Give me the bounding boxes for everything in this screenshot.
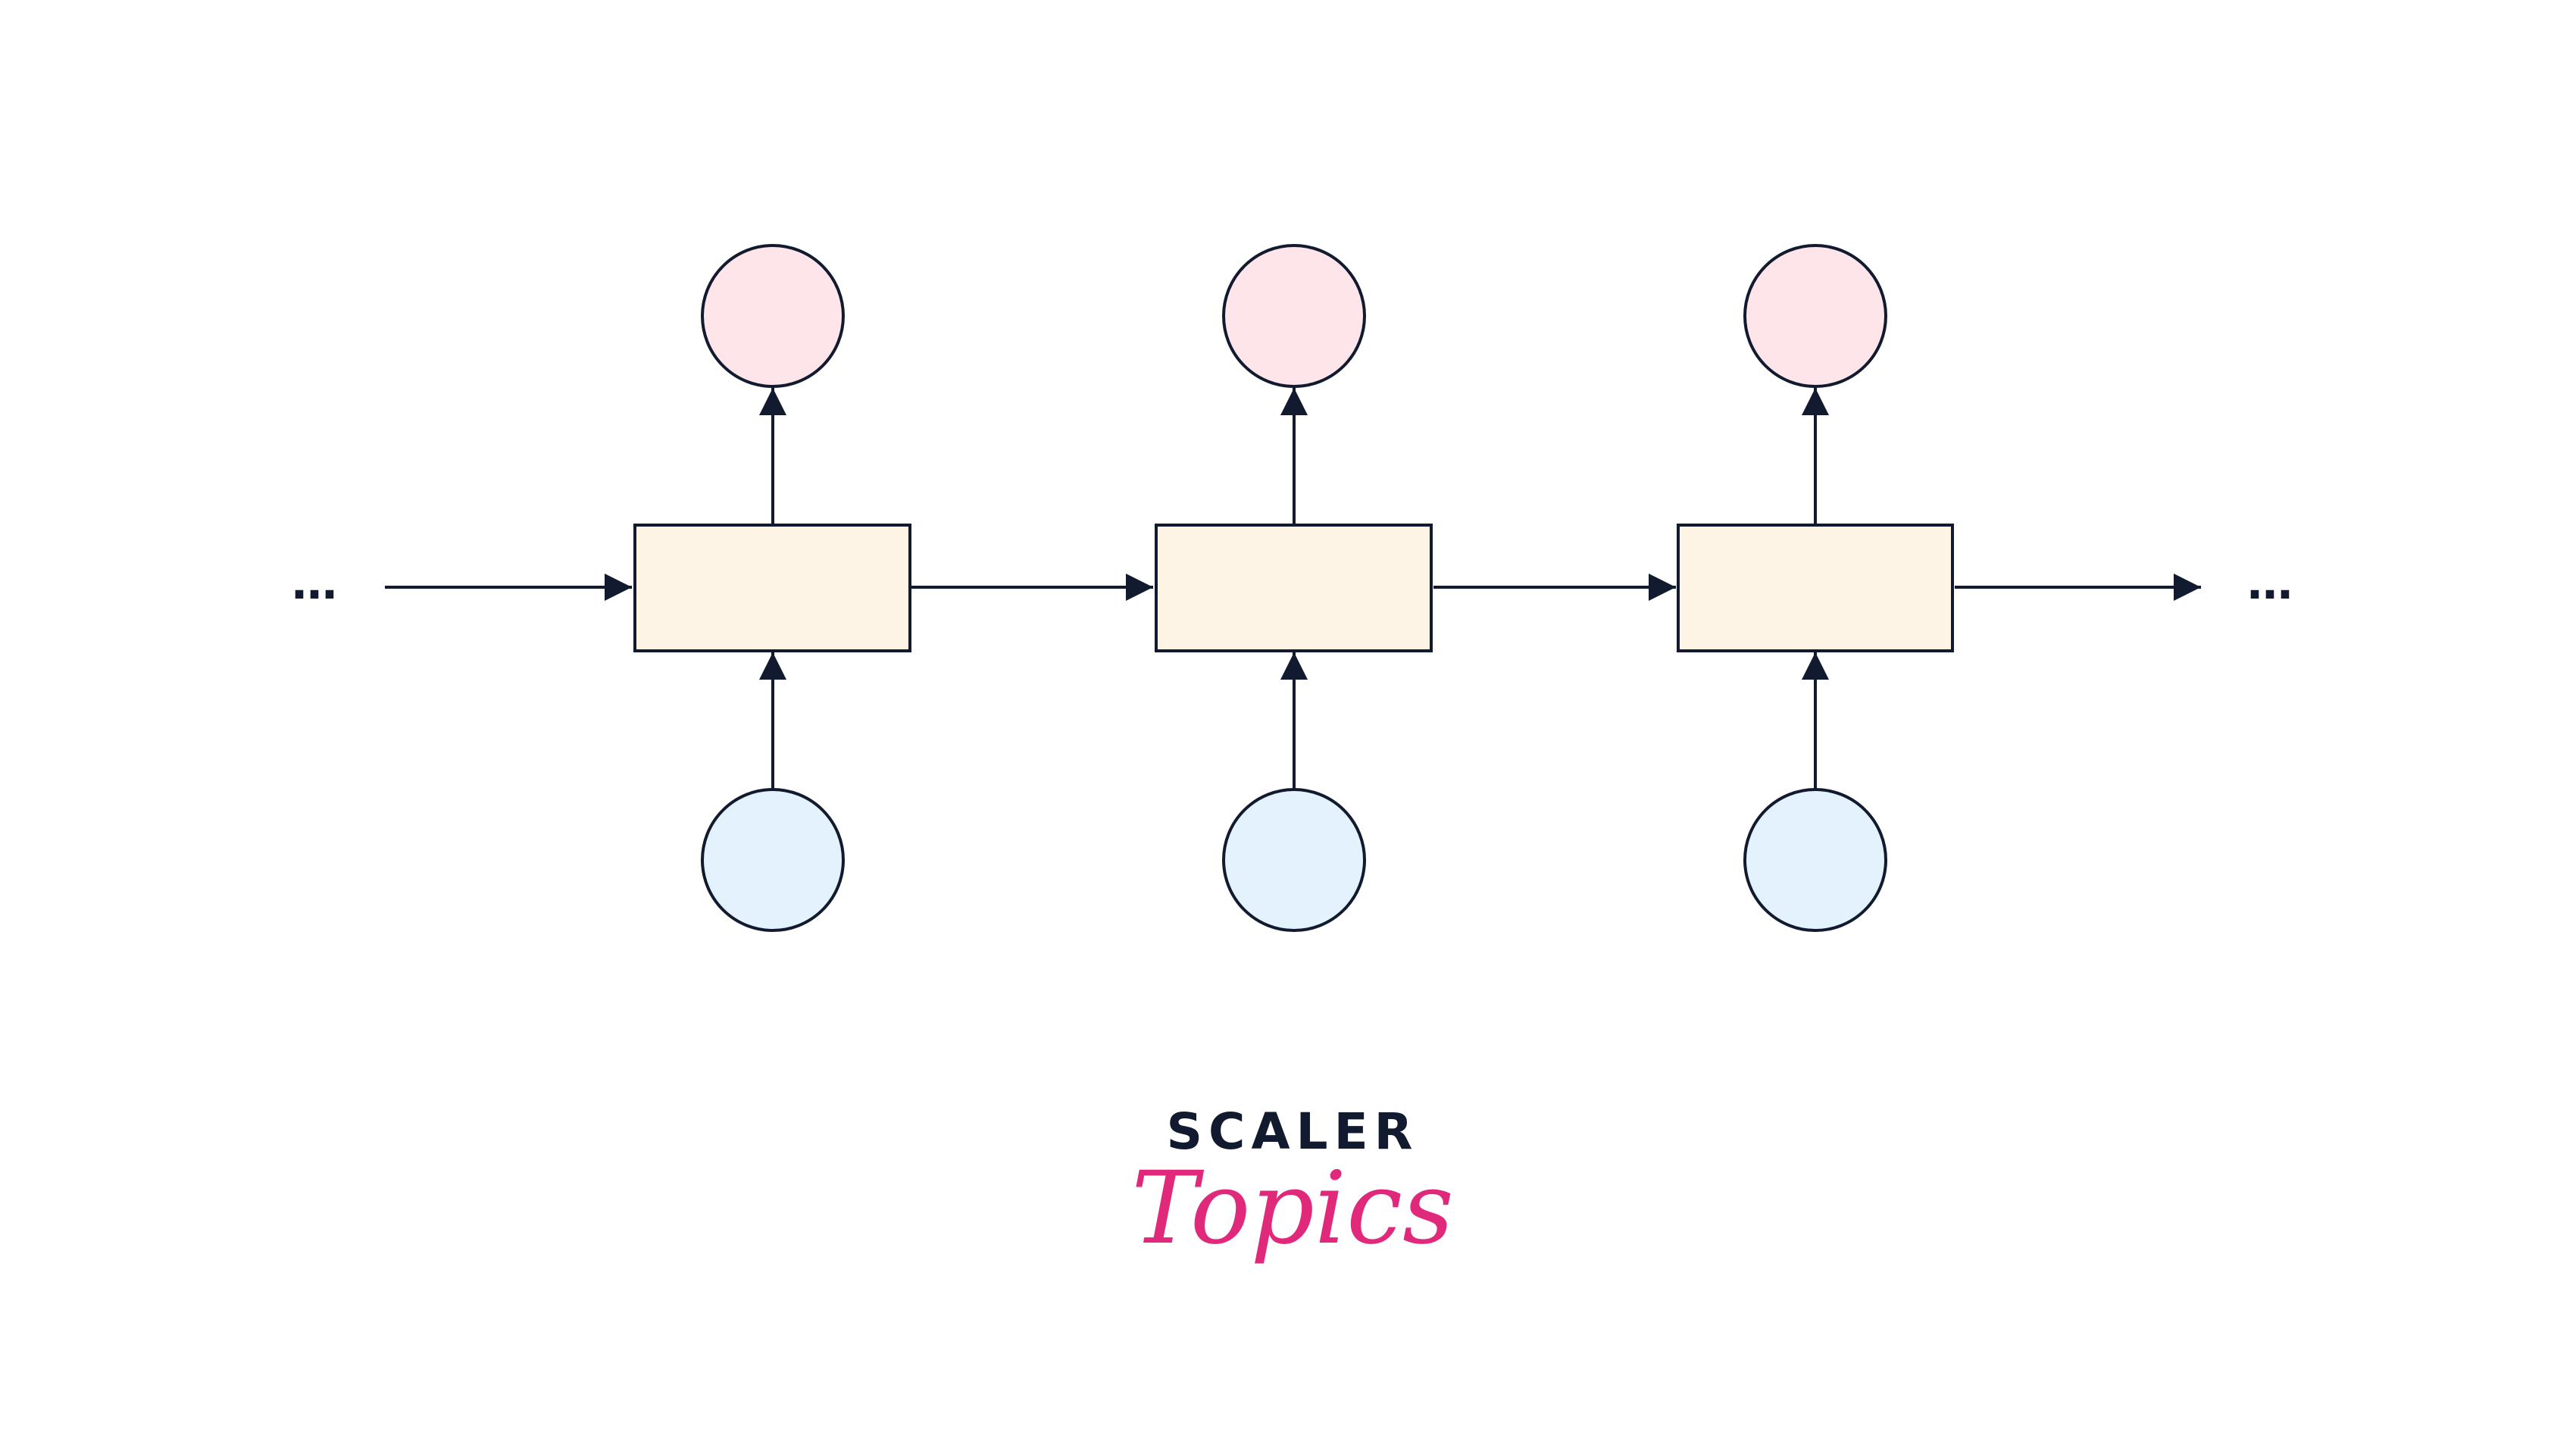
scaler-topics-logo: SCALER Topics [1131, 1102, 1454, 1267]
input-node-1 [701, 788, 845, 932]
leading-ellipsis: … [292, 557, 337, 610]
hidden-cell-3 [1677, 524, 1954, 652]
output-node-2 [1222, 244, 1366, 388]
hidden-cell-1 [633, 524, 911, 652]
output-node-1 [701, 244, 845, 388]
input-node-2 [1222, 788, 1366, 932]
rnn-unit-2 [1155, 244, 1433, 932]
hidden-cell-2 [1155, 524, 1433, 652]
brand-tagline: Topics [1131, 1150, 1454, 1267]
input-node-3 [1743, 788, 1887, 932]
rnn-unit-3 [1677, 244, 1954, 932]
output-node-3 [1743, 244, 1887, 388]
brand-name: SCALER [1166, 1102, 1418, 1161]
rnn-unit-1 [633, 244, 911, 932]
trailing-ellipsis: … [2247, 557, 2293, 610]
